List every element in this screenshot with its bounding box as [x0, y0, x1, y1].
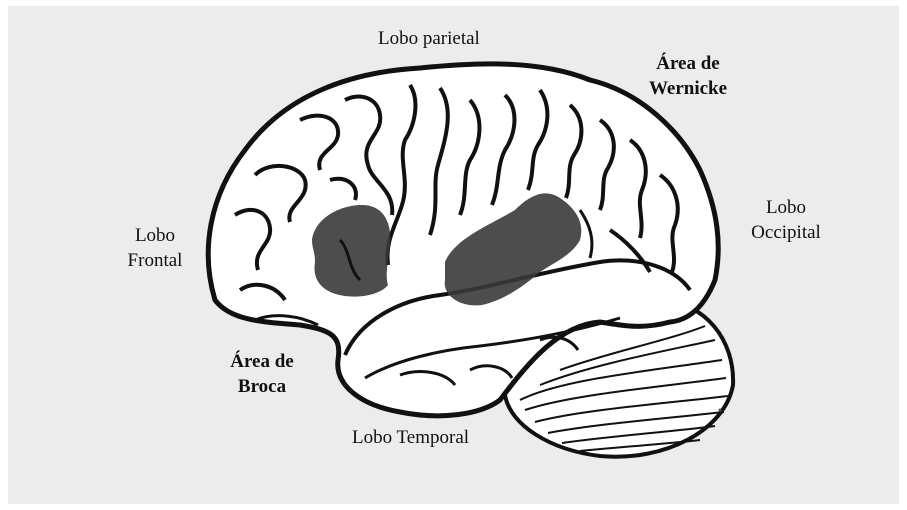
label-wernicke-line1: Área de — [640, 52, 736, 77]
label-frontal-line1: Lobo — [118, 224, 192, 249]
label-frontal-lobe: Lobo Frontal — [118, 224, 192, 273]
label-wernicke-line2: Wernicke — [640, 77, 736, 102]
label-temporal-lobe: Lobo Temporal — [352, 426, 469, 451]
label-parietal-lobe: Lobo parietal — [378, 27, 480, 52]
label-broca-line2: Broca — [214, 375, 310, 400]
label-occipital-line2: Occipital — [740, 221, 832, 246]
label-occipital-line1: Lobo — [740, 196, 832, 221]
label-frontal-line2: Frontal — [118, 249, 192, 274]
label-wernicke-area: Área de Wernicke — [640, 52, 736, 101]
label-occipital-lobe: Lobo Occipital — [740, 196, 832, 245]
label-broca-area: Área de Broca — [214, 350, 310, 399]
label-broca-line1: Área de — [214, 350, 310, 375]
